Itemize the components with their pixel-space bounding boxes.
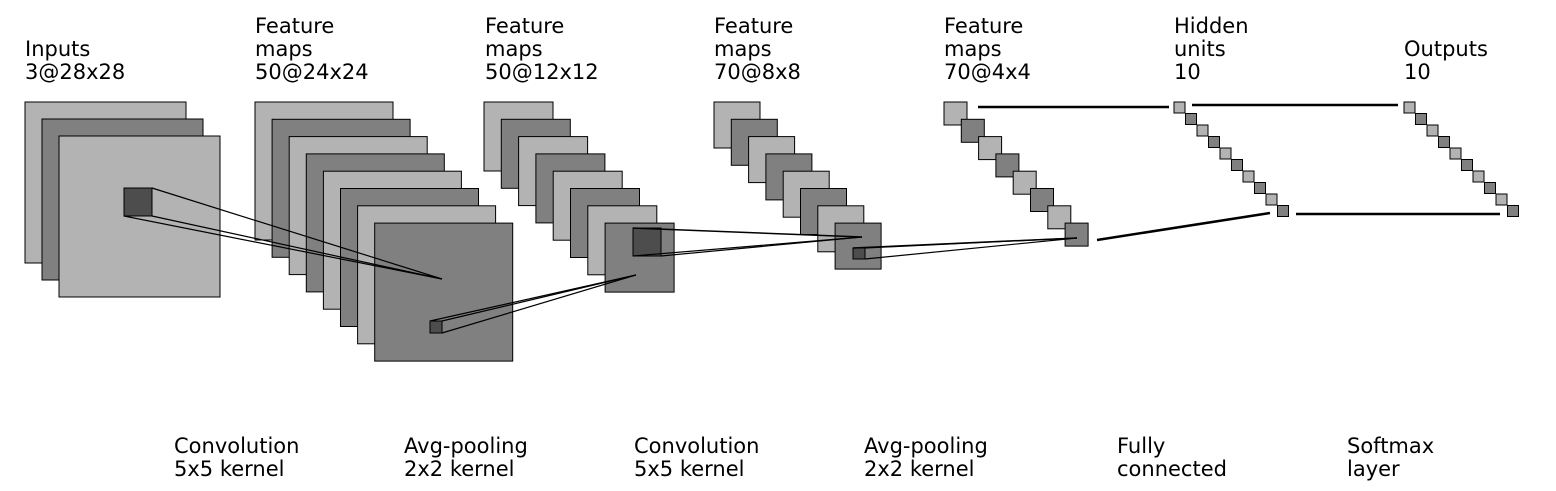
hidden-unit-10 xyxy=(1277,205,1289,217)
output-unit-6 xyxy=(1461,159,1473,171)
input-maps-stack xyxy=(24,101,221,298)
fc-connector-bottom xyxy=(1096,211,1271,242)
hidden-unit-9 xyxy=(1265,193,1278,206)
output-unit-2 xyxy=(1415,113,1427,125)
output-unit-10 xyxy=(1507,205,1519,217)
layer-label-outputs: Outputs 10 xyxy=(1404,37,1495,84)
output-unit-7 xyxy=(1472,170,1485,183)
operation-label-convolution-2: Convolution 5x5 kernel xyxy=(634,434,766,481)
hidden-unit-1 xyxy=(1173,101,1186,114)
output-unit-4 xyxy=(1438,136,1450,148)
pool2-connector-mid xyxy=(864,237,1078,260)
feature-map-1-8 xyxy=(374,222,514,362)
hidden-unit-2 xyxy=(1185,113,1197,125)
conv2-connector-bottom xyxy=(632,236,863,257)
output-units-stack xyxy=(1403,101,1519,217)
conv2-connector-top xyxy=(632,227,863,238)
output-unit-1 xyxy=(1403,101,1416,114)
kernel-patch-fmaps2 xyxy=(632,227,662,257)
output-unit-5 xyxy=(1449,147,1462,160)
layer-label-feature-maps-3: Feature maps 70@8x8 xyxy=(714,14,801,84)
operation-label-fully-connected: Fully connected xyxy=(1117,434,1227,481)
hidden-unit-5 xyxy=(1219,147,1232,160)
pool2-connector-bottom xyxy=(864,237,1078,249)
kernel-patch-fmaps3 xyxy=(852,247,866,260)
hidden-units-stack xyxy=(1173,101,1289,217)
pool1-connector-mid xyxy=(441,274,637,322)
layer-label-feature-maps-4: Feature maps 70@4x4 xyxy=(944,14,1031,84)
feature-map-4-8 xyxy=(1064,222,1089,247)
hidden-unit-6 xyxy=(1231,159,1243,171)
pool1-connector-bottom xyxy=(441,274,637,334)
layer-label-inputs: Inputs 3@28x28 xyxy=(25,37,125,84)
layer-label-feature-maps-1: Feature maps 50@24x24 xyxy=(255,14,369,84)
hidden-unit-3 xyxy=(1196,124,1209,137)
layer-label-hidden-units: Hidden units 10 xyxy=(1174,14,1255,84)
conv1-connector-top xyxy=(151,187,443,280)
operation-label-avg-pooling-1: Avg-pooling 2x2 kernel xyxy=(404,434,535,481)
conv1-connector-mid xyxy=(123,215,443,280)
hidden-unit-8 xyxy=(1254,182,1266,194)
hidden-unit-4 xyxy=(1208,136,1220,148)
feature-maps-3-stack xyxy=(713,101,882,270)
conv1-connector-bottom xyxy=(151,215,443,280)
operation-label-softmax-layer: Softmax layer xyxy=(1347,434,1441,481)
hidden-unit-7 xyxy=(1242,170,1255,183)
feature-maps-4-stack xyxy=(943,101,1089,247)
layer-label-feature-maps-2: Feature maps 50@12x12 xyxy=(485,14,599,84)
output-unit-3 xyxy=(1426,124,1439,137)
output-unit-8 xyxy=(1484,182,1496,194)
feature-map-3-8 xyxy=(834,222,882,270)
output-unit-9 xyxy=(1495,193,1508,206)
operation-label-avg-pooling-2: Avg-pooling 2x2 kernel xyxy=(864,434,995,481)
kernel-patch-fmaps1 xyxy=(429,320,443,334)
feature-maps-1-stack xyxy=(254,101,514,362)
kernel-patch-input xyxy=(123,187,153,217)
operation-label-convolution-1: Convolution 5x5 kernel xyxy=(174,434,306,481)
connection-lines xyxy=(123,103,1500,334)
